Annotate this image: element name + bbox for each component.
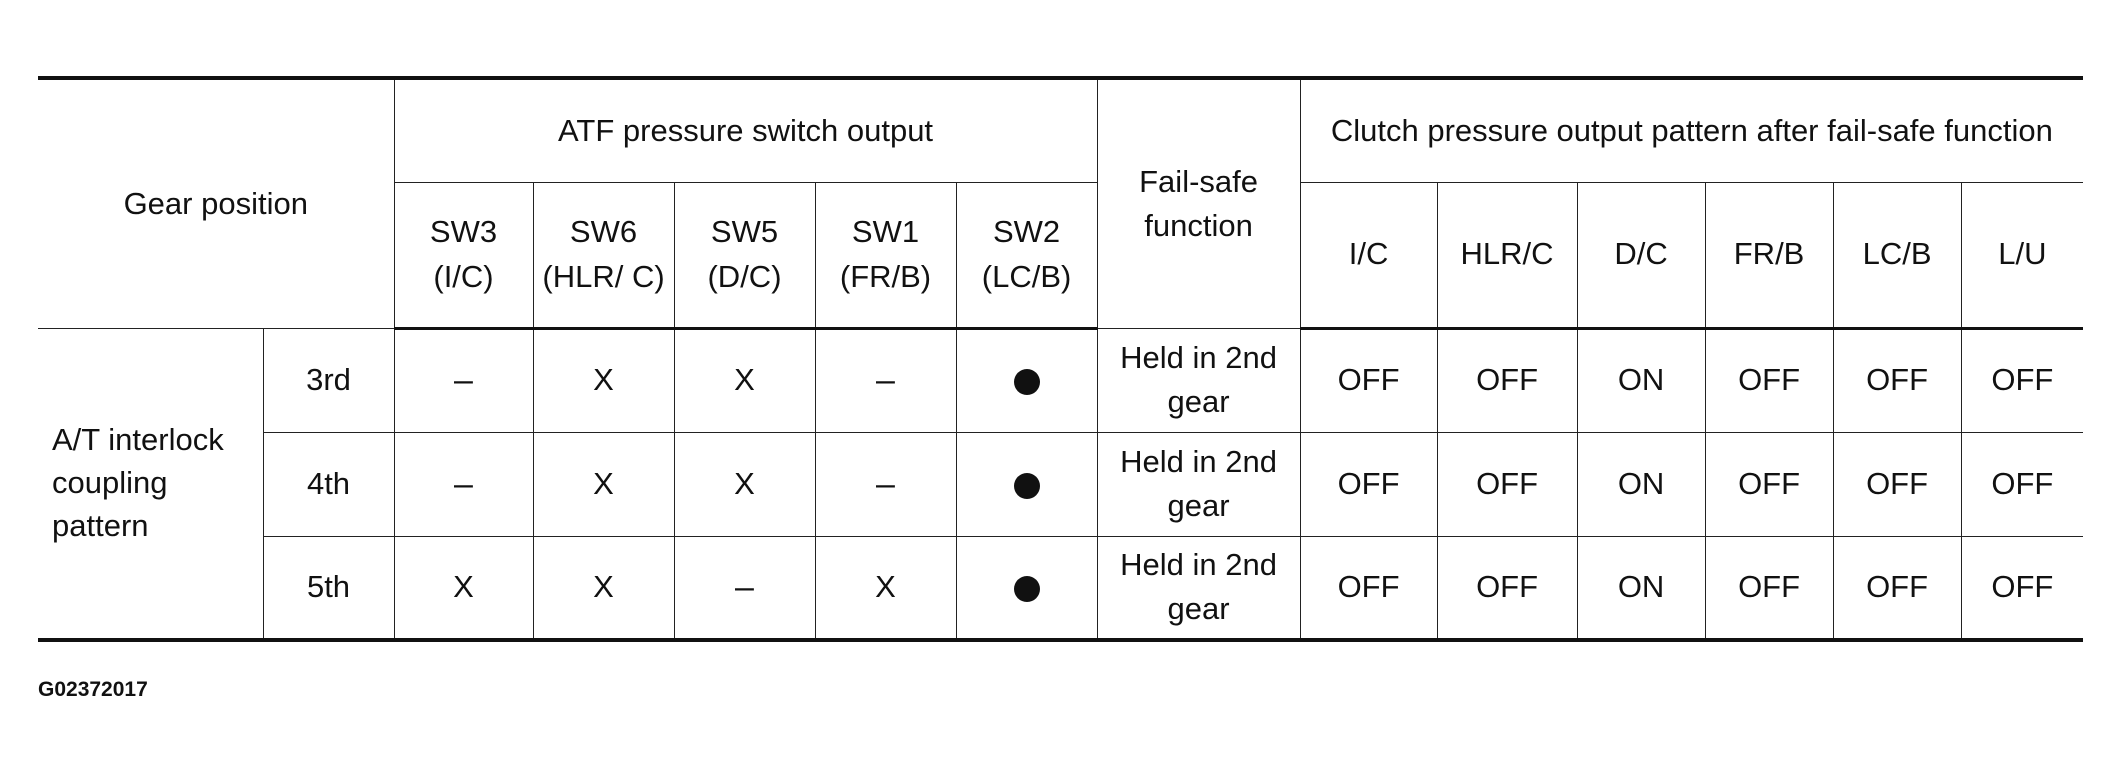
clutch-cell: OFF [1960, 327, 2084, 433]
clutch-cell: OFF [1960, 431, 2084, 537]
switch-cell: – [814, 327, 957, 433]
switch-cell: – [673, 535, 816, 641]
failsafe-cell: Held in 2nd gear [1096, 431, 1301, 537]
failsafe-table-container: Gear position ATF pressure switch output… [38, 76, 2084, 642]
header-clutch-frb: FR/B [1704, 181, 1834, 330]
header-sw6: SW6 (HLR/ C) [532, 181, 675, 330]
gear-cell: 5th [263, 535, 395, 641]
failsafe-cell: Held in 2nd gear [1096, 327, 1301, 433]
filled-dot-icon [1013, 369, 1040, 396]
clutch-cell: OFF [1436, 535, 1578, 641]
clutch-cell: OFF [1704, 431, 1834, 537]
figure-id: G02372017 [38, 678, 148, 701]
table-row: 5th X X – X Held in 2nd gear OFF OFF ON … [38, 535, 2084, 641]
switch-cell: X [532, 431, 675, 537]
failsafe-cell: Held in 2nd gear [1096, 535, 1301, 641]
clutch-cell: OFF [1436, 431, 1578, 537]
switch-cell: X [532, 327, 675, 433]
switch-cell-dot [955, 327, 1098, 433]
filled-dot-icon [1013, 576, 1040, 603]
header-clutch-lu: L/U [1960, 181, 2084, 330]
header-clutch-dc: D/C [1576, 181, 1706, 330]
clutch-cell: OFF [1960, 535, 2084, 641]
switch-cell: – [393, 431, 534, 537]
switch-cell: – [393, 327, 534, 433]
header-clutch-lcb: LC/B [1832, 181, 1962, 330]
clutch-cell: ON [1576, 535, 1706, 641]
clutch-cell: OFF [1299, 327, 1438, 433]
header-clutch-pressure-output: Clutch pressure output pattern after fai… [1299, 77, 2084, 183]
switch-cell-dot [955, 431, 1098, 537]
switch-cell-dot [955, 535, 1098, 641]
header-clutch-ic: I/C [1299, 181, 1438, 330]
switch-cell: X [393, 535, 534, 641]
failsafe-table: Gear position ATF pressure switch output… [38, 76, 2084, 642]
gear-cell: 4th [263, 431, 395, 537]
group-label-interlock-coupling: A/T interlock coupling pattern [38, 327, 264, 641]
table-row: A/T interlock coupling pattern 3rd – X X… [38, 327, 2084, 641]
switch-cell: X [532, 535, 675, 641]
clutch-cell: ON [1576, 431, 1706, 537]
header-failsafe-function: Fail-safe function [1096, 77, 1301, 329]
header-atf-pressure-switch-output: ATF pressure switch output [393, 77, 1098, 183]
gear-cell: 3rd [262, 327, 395, 433]
clutch-cell: OFF [1299, 535, 1438, 641]
clutch-cell: OFF [1704, 535, 1834, 641]
clutch-cell: ON [1576, 327, 1706, 433]
clutch-cell: OFF [1299, 431, 1438, 537]
clutch-cell: OFF [1832, 431, 1962, 537]
filled-dot-icon [1013, 472, 1040, 499]
switch-cell: X [814, 535, 957, 641]
clutch-cell: OFF [1436, 327, 1578, 433]
switch-cell: X [673, 431, 816, 537]
switch-cell: – [814, 431, 957, 537]
clutch-cell: OFF [1832, 535, 1962, 641]
header-sw2: SW2 (LC/B) [955, 181, 1098, 330]
header-sw1: SW1 (FR/B) [814, 181, 957, 330]
switch-cell: X [673, 327, 816, 433]
header-sw5: SW5 (D/C) [673, 181, 816, 330]
header-clutch-hlrc: HLR/C [1436, 181, 1578, 330]
clutch-cell: OFF [1704, 327, 1834, 433]
header-sw3: SW3 (I/C) [394, 181, 534, 330]
header-gear-position: Gear position [38, 77, 395, 329]
table-row: 4th – X X – Held in 2nd gear OFF OFF ON … [38, 431, 2084, 537]
clutch-cell: OFF [1832, 327, 1962, 433]
